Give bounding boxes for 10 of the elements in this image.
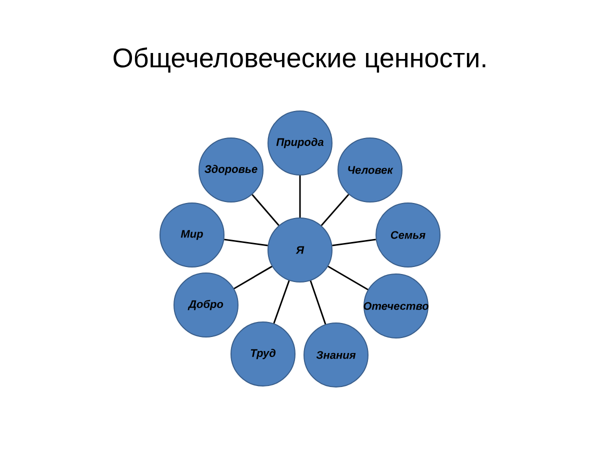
connector-line	[273, 280, 290, 324]
connector-line	[310, 280, 326, 324]
connector-line	[234, 266, 272, 290]
connector-line	[224, 238, 268, 246]
connector-line	[332, 238, 376, 246]
connector-line	[320, 194, 350, 226]
connector-line	[299, 176, 301, 218]
connector-line	[328, 266, 368, 290]
title: Общечеловеческие ценности.	[114, 47, 486, 73]
connector-line	[252, 194, 280, 226]
